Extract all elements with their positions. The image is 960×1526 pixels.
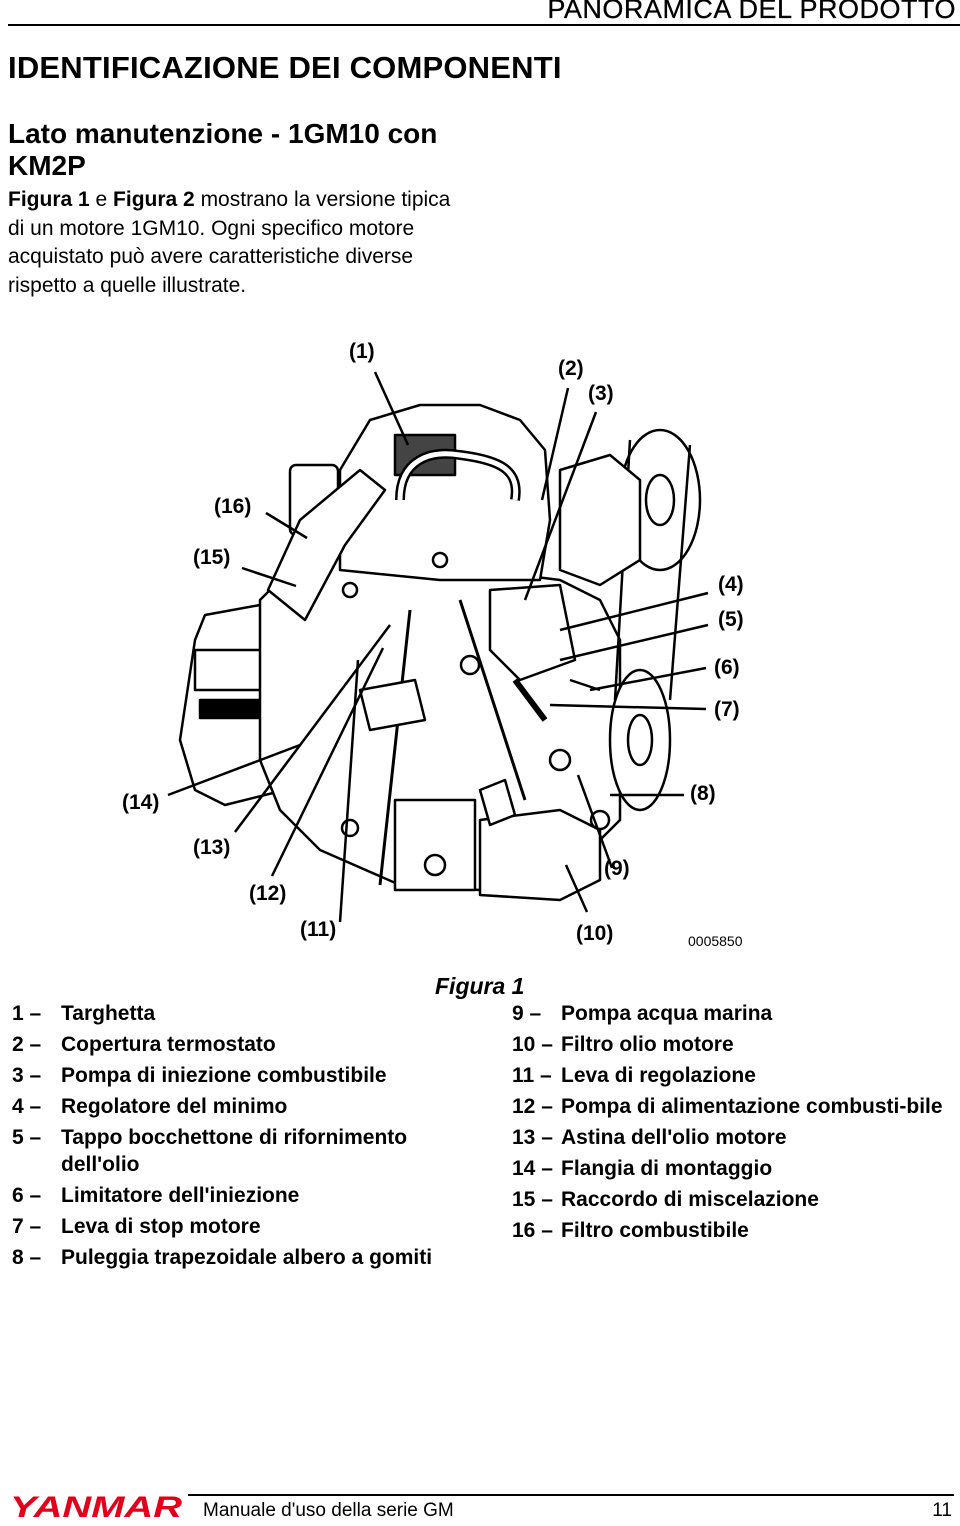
callout-3: (3) xyxy=(588,382,614,405)
legend-text: Filtro combustibile xyxy=(561,1219,749,1242)
callout-1: (1) xyxy=(349,340,375,363)
legend-num: 10 – xyxy=(512,1033,553,1056)
callout-4: (4) xyxy=(718,573,744,596)
legend-text: Regolatore del minimo xyxy=(61,1095,288,1118)
section-title: PANORAMICA DEL PRODOTTO xyxy=(547,0,956,24)
legend-item: 8 – Puleggia trapezoidale albero a gomiti xyxy=(12,1244,502,1271)
legend-num: 5 – xyxy=(12,1126,42,1149)
callout-8: (8) xyxy=(690,782,716,805)
legend-item: 16 – Filtro combustibile xyxy=(512,1217,960,1244)
figure-code: 0005850 xyxy=(688,933,743,949)
legend-item: 15 – Raccordo di miscelazione xyxy=(512,1186,960,1213)
legend-num: 7 – xyxy=(12,1215,42,1238)
callout-10: (10) xyxy=(576,922,614,945)
figure2-ref: Figura 2 xyxy=(113,188,195,211)
legend-text: Tappo bocchettone di rifornimento dell'o… xyxy=(61,1126,408,1176)
callout-16: (16) xyxy=(214,495,252,518)
legend-item: 11 – Leva di regolazione xyxy=(512,1062,960,1089)
callout-5: (5) xyxy=(718,608,744,631)
callout-11: (11) xyxy=(300,918,337,941)
legend-item: 5 – Tappo bocchettone di rifornimento del… xyxy=(12,1124,482,1178)
engine-illustration xyxy=(167,371,709,923)
callout-12: (12) xyxy=(249,882,287,905)
legend-num: 14 – xyxy=(512,1157,553,1180)
legend-right: 9 – Pompa acqua marina 10 – Filtro olio mo… xyxy=(512,1000,960,1248)
legend-text: Copertura termostato xyxy=(61,1033,276,1056)
legend-text: Filtro olio motore xyxy=(561,1033,734,1056)
legend-item: 4 – Regolatore del minimo xyxy=(12,1093,502,1120)
intro-text: mostrano la versione tipica di un motore… xyxy=(8,188,451,297)
legend-item: 10 – Filtro olio motore xyxy=(512,1031,960,1058)
legend-num: 16 – xyxy=(512,1219,553,1242)
callout-6: (6) xyxy=(714,656,740,679)
intro-and: e xyxy=(89,188,114,211)
legend-text: Flangia di montaggio xyxy=(561,1157,773,1180)
legend-text: Pompa di iniezione combustibile xyxy=(61,1064,387,1087)
legend-text: Limitatore dell'iniezione xyxy=(61,1184,300,1207)
legend-item: 12 – Pompa di alimentazione combusti-bile xyxy=(512,1093,960,1120)
footer-rule xyxy=(188,1494,954,1496)
legend-num: 8 – xyxy=(12,1246,42,1269)
legend-num: 9 – xyxy=(512,1002,542,1025)
legend-text: Leva di stop motore xyxy=(61,1215,261,1238)
legend-num: 13 – xyxy=(512,1126,553,1149)
legend-item: 9 – Pompa acqua marina xyxy=(512,1000,960,1027)
legend-item: 3 – Pompa di iniezione combustibile xyxy=(12,1062,502,1089)
legend-text: Pompa di alimentazione combusti-bile xyxy=(561,1095,943,1118)
page-title: IDENTIFICAZIONE DEI COMPONENTI xyxy=(8,50,562,85)
legend-item: 1 – Targhetta xyxy=(12,1000,502,1027)
legend-text: Astina dell'olio motore xyxy=(561,1126,787,1149)
callout-14: (14) xyxy=(122,791,160,814)
legend-item: 7 – Leva di stop motore xyxy=(12,1213,502,1240)
legend-text: Leva di regolazione xyxy=(561,1064,756,1087)
legend-text: Puleggia trapezoidale albero a gomiti xyxy=(61,1246,433,1269)
legend-num: 4 – xyxy=(12,1095,42,1118)
legend-text: Pompa acqua marina xyxy=(561,1002,773,1025)
legend-num: 11 – xyxy=(512,1064,552,1087)
subtitle: Lato manutenzione - 1GM10 con KM2P xyxy=(8,118,438,181)
legend-item: 13 – Astina dell'olio motore xyxy=(512,1124,960,1151)
legend-num: 3 – xyxy=(12,1064,42,1087)
callout-13: (13) xyxy=(193,836,231,859)
yanmar-logo: YANMAR xyxy=(10,1492,182,1520)
legend-num: 2 – xyxy=(12,1033,42,1056)
legend-left: 1 – Targhetta 2 – Copertura termostato 3 –… xyxy=(12,1000,502,1275)
callout-9: (9) xyxy=(604,857,630,880)
legend-num: 6 – xyxy=(12,1184,42,1207)
legend-num: 15 – xyxy=(512,1188,553,1211)
header-rule xyxy=(8,24,960,26)
figure1-ref: Figura 1 xyxy=(8,188,90,211)
callout-7: (7) xyxy=(714,698,740,721)
figure-caption: Figura 1 xyxy=(435,973,525,999)
legend-item: 6 – Limitatore dell'iniezione xyxy=(12,1182,502,1209)
callout-2: (2) xyxy=(558,357,584,380)
footer-manual-title: Manuale d'uso della serie GM xyxy=(203,1500,454,1521)
yanmar-logo-text: YANMAR xyxy=(10,1492,182,1520)
legend-item: 14 – Flangia di montaggio xyxy=(512,1155,960,1182)
legend-item: 2 – Copertura termostato xyxy=(12,1031,502,1058)
callout-15: (15) xyxy=(193,546,231,569)
legend-text: Raccordo di miscelazione xyxy=(561,1188,819,1211)
legend-num: 1 – xyxy=(12,1002,42,1025)
legend-num: 12 – xyxy=(512,1095,553,1118)
legend-text: Targhetta xyxy=(61,1002,156,1025)
intro-paragraph: Figura 1 e Figura 2 mostrano la versione… xyxy=(8,186,468,300)
page-number: 11 xyxy=(932,1500,952,1521)
